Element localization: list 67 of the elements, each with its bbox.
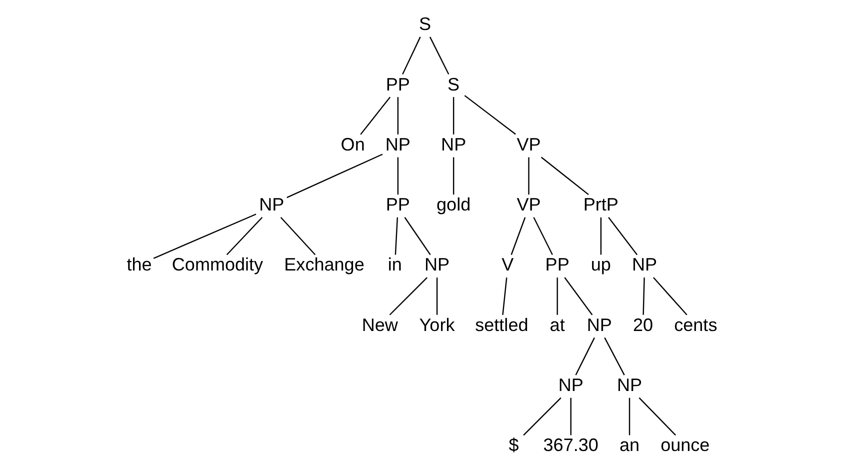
node-text: PrtP (583, 194, 618, 215)
node-text: S (448, 74, 460, 94)
node-text: ounce (660, 435, 710, 456)
connector (226, 216, 263, 256)
node-text: Exchange (284, 254, 364, 275)
node-text: an (619, 435, 640, 456)
connector (523, 397, 562, 436)
node-text: settled (475, 314, 528, 335)
node-text: in (388, 254, 402, 275)
connector (153, 214, 256, 259)
connector (575, 337, 595, 376)
node-text: New (362, 314, 398, 335)
node-text: the (126, 254, 152, 275)
node-text: cents (674, 314, 718, 335)
connector (540, 156, 589, 196)
node-text: NP (385, 134, 410, 154)
connector (628, 398, 630, 436)
connector (397, 97, 399, 134)
node-text: NP (558, 375, 584, 396)
connector (360, 96, 391, 135)
node-text: PP (386, 194, 410, 215)
node-text: V (502, 254, 514, 275)
connector (604, 337, 625, 376)
connector (280, 216, 316, 256)
connector (564, 277, 593, 316)
connector (570, 398, 572, 436)
connector (642, 278, 645, 315)
node-text: NP (632, 254, 658, 275)
node-text: VP (516, 134, 541, 154)
node-text: up (590, 254, 611, 275)
connector (286, 154, 383, 198)
connector (389, 277, 428, 316)
node-text: NP (441, 134, 466, 154)
connector (653, 277, 688, 316)
connector (464, 95, 516, 135)
node-text: gold (436, 194, 471, 215)
node-text: 20 (633, 314, 654, 335)
node-text: $ (508, 435, 519, 456)
node-text: NP (259, 194, 284, 215)
node-text: VP (516, 194, 541, 215)
connector (533, 217, 553, 255)
connector (452, 97, 454, 134)
node-text: NP (424, 254, 450, 275)
connector (429, 36, 450, 75)
connector (556, 278, 558, 315)
connector (600, 217, 602, 255)
node-text: at (550, 314, 565, 335)
connector (402, 36, 421, 75)
connector (404, 217, 431, 256)
node-text: NP (616, 375, 642, 396)
connector (510, 217, 526, 255)
node-text: NP (586, 314, 612, 335)
node-text: Commodity (172, 254, 264, 275)
node-text: S (418, 14, 432, 34)
connector (397, 157, 399, 195)
connector (502, 277, 508, 315)
connector (436, 278, 438, 315)
node-text: On (340, 134, 365, 154)
connector (528, 157, 530, 195)
node-text: 367.30 (543, 435, 598, 456)
connector (394, 217, 398, 255)
connector (608, 217, 638, 256)
connector (452, 157, 454, 195)
node-text: PP (545, 254, 570, 275)
connector (638, 397, 676, 436)
node-text: PP (386, 74, 410, 94)
node-text: York (419, 314, 455, 335)
